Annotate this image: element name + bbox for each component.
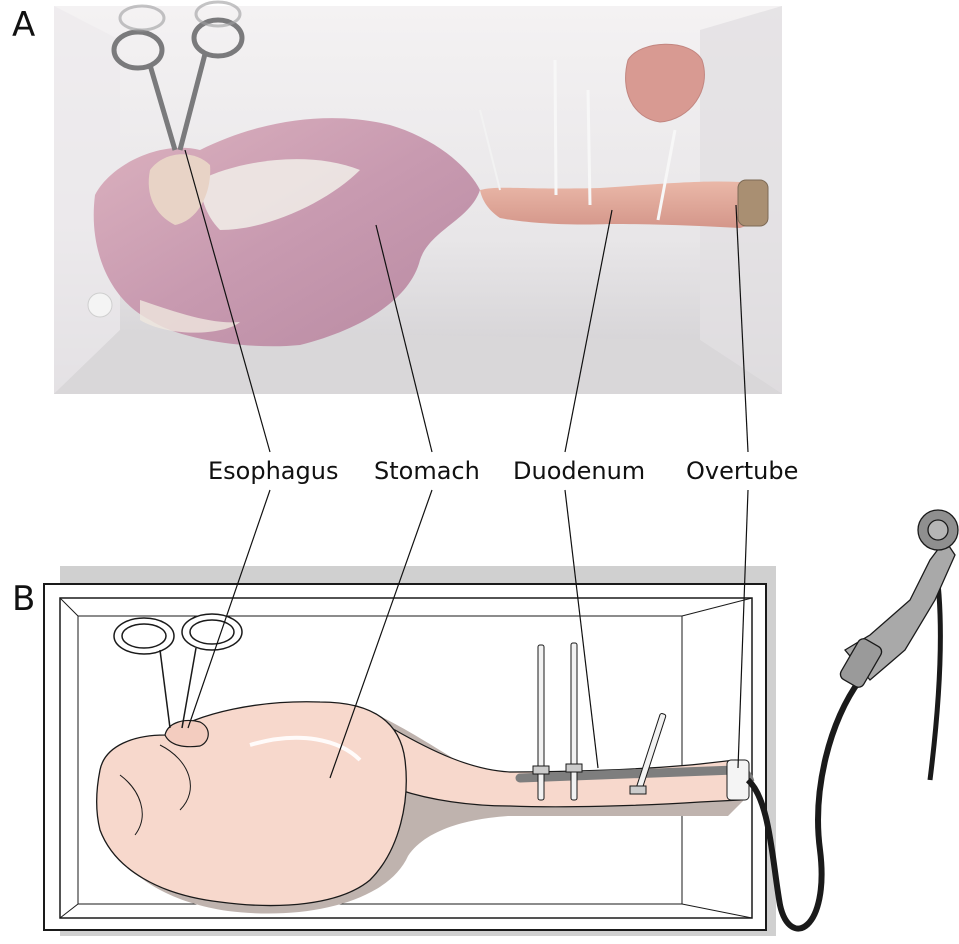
photo-duodenum bbox=[480, 181, 760, 228]
photo-overtube bbox=[738, 180, 768, 226]
label-overtube: Overtube bbox=[686, 459, 798, 483]
panel-b-illustration bbox=[44, 510, 958, 936]
photo-suction-port bbox=[88, 293, 112, 317]
label-esophagus: Esophagus bbox=[208, 459, 338, 483]
label-duodenum: Duodenum bbox=[513, 459, 645, 483]
panel-a-photo bbox=[54, 2, 782, 394]
label-stomach: Stomach bbox=[374, 459, 480, 483]
